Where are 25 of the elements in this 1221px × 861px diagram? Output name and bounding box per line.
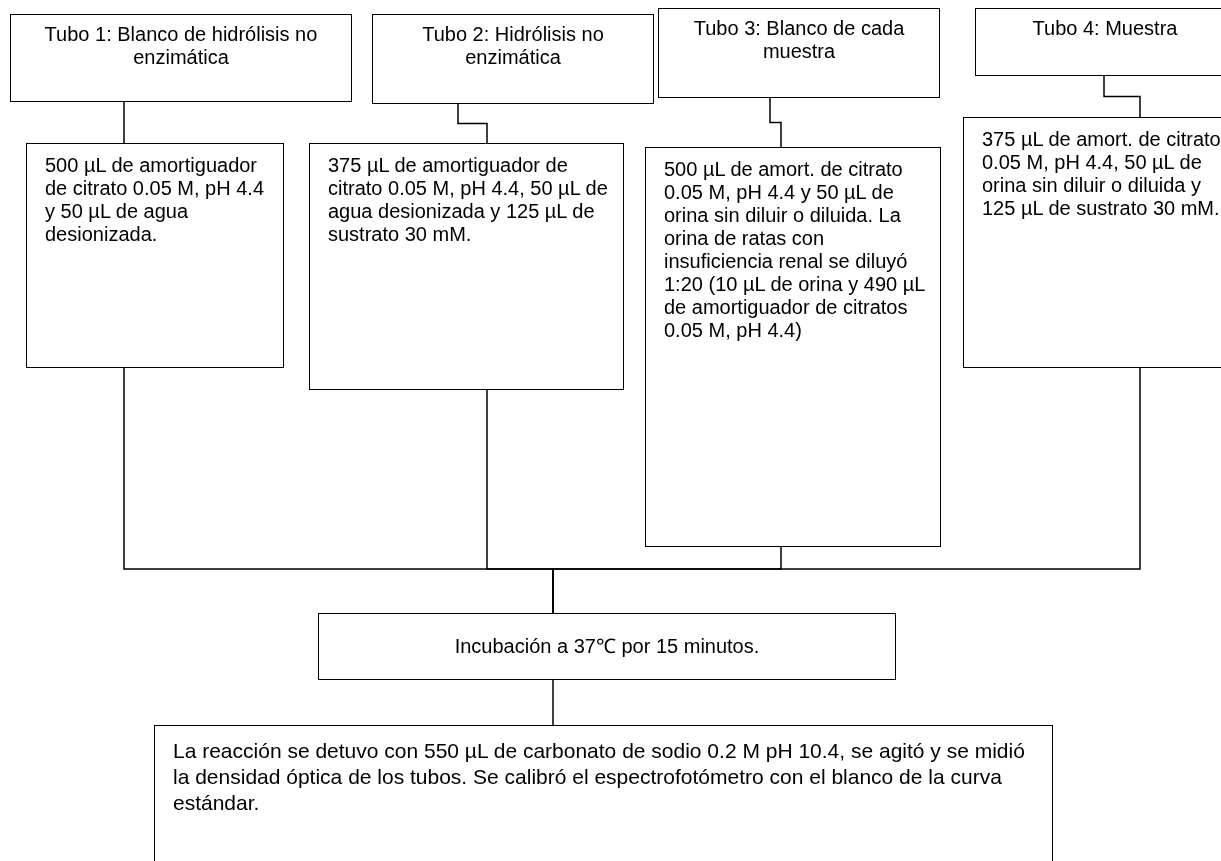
step-text: Tubo 3: Blanco de cada muestra (692, 17, 906, 63)
step-text: Incubación a 37℃ por 15 minutos. (454, 635, 760, 658)
process-box (645, 147, 941, 547)
step-box (372, 14, 654, 104)
connector-line (769, 97, 782, 148)
process-box (963, 117, 1221, 368)
connector-line (123, 101, 125, 144)
connector-line (552, 679, 554, 726)
step-text: Tubo 2: Hidrólisis no enzimática (421, 23, 605, 69)
process-box (26, 143, 284, 368)
step-box (658, 8, 940, 98)
step-text: Tubo 1: Blanco de hidrólisis no enzimática (43, 23, 319, 69)
step-text: 500 µL de amort. de citrato 0.05 M, pH 4.4 y 50 µL de orina sin diluir o diluida. La orina de ratas con insuficiencia renal se diluyó 1:20 (10 µL de orina y 490 µL de amortiguador de citratos 0.05 M, pH 4.4) (664, 158, 926, 342)
step-text: 375 µL de amortiguador de citrato 0.05 M, pH 4.4, 50 µL de agua desionizada y 125 µL de sustrato 30 mM. (328, 154, 609, 246)
step-box (10, 14, 352, 102)
connector-line (1103, 75, 1141, 118)
step-text: Tubo 4: Muestra (1032, 17, 1178, 40)
process-box (318, 613, 896, 680)
step-text: 500 µL de amortiguador de citrato 0.05 M, pH 4.4 y 50 µL de agua desionizada. (45, 154, 265, 246)
step-text: La reacción se detuvo con 550 µL de carbonato de sodio 0.2 M pH 10.4, se agitó y se midió la densidad óptica de los tubos. Se calibró el espectrofotómetro con el blanco de la curva estándar. (173, 738, 1026, 816)
step-box (975, 8, 1221, 76)
step-text: 375 µL de amort. de citrato 0.05 M, pH 4.4, 50 µL de orina sin diluir o diluida y 125 µL de sustrato 30 mM. (982, 128, 1221, 220)
process-box (309, 143, 624, 390)
connector-line (457, 103, 488, 144)
process-box (154, 725, 1053, 861)
